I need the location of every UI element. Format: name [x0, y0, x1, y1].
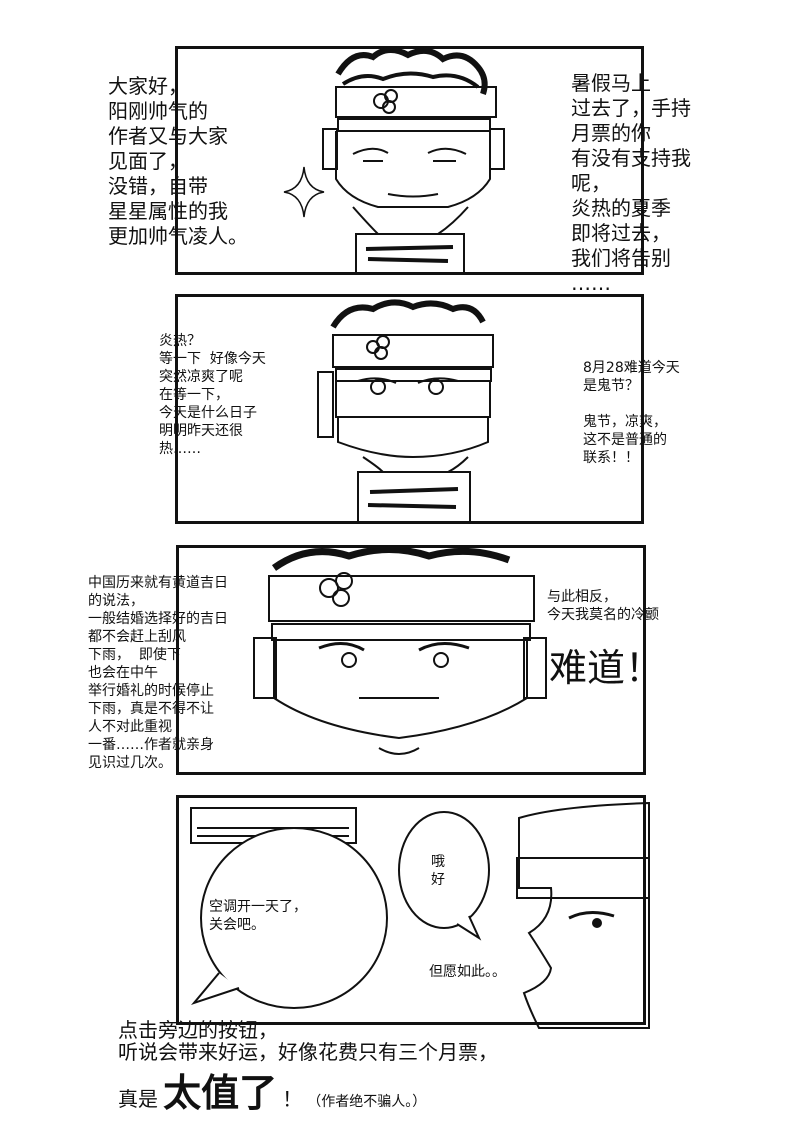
panel-4-bubble-right: 哦 好	[431, 854, 445, 888]
panel-2-left-text: 炎热？ 等一下 好像今天 突然凉爽了呢 在等一下， 今天是什么日子 明明昨天还很…	[159, 333, 266, 457]
panel-1-left-text: 大家好， 阳刚帅气的 作者又与大家 见面了， 没错，自带 星星属性的我 更加帅气…	[108, 74, 248, 248]
footer-emphasis: 太值了	[163, 1071, 278, 1115]
panel-1-right-text: 暑假马上 过去了，手持 月票的你 有没有支持我 呢， 炎热的夏季 即将过去， 我…	[571, 71, 691, 295]
panel-4-bubble-left: 空调开一天了， 关会吧。	[209, 899, 307, 933]
footer-line-1: 点击旁边的按钮，	[118, 1018, 278, 1042]
panel-3-exclaim: 难道！	[549, 646, 664, 690]
footer-line-3: 真是 太值了 ！ （作者绝不骗人。）	[118, 1062, 426, 1117]
panel-4: 空调开一天了， 关会吧。 哦 好 但愿如此。。	[176, 795, 650, 1029]
panel-1-figure	[322, 47, 505, 275]
panel-2-figure	[317, 299, 494, 523]
panel-4-figure	[190, 801, 650, 1029]
footer-line-2: 听说会带来好运，好像花费只有三个月票，	[118, 1040, 498, 1064]
panel-1: 暑假马上 过去了，手持 月票的你 有没有支持我 呢， 炎热的夏季 即将过去， 我…	[175, 46, 691, 295]
panel-4-caption: 但愿如此。。	[429, 964, 506, 980]
footer-prefix: 真是	[118, 1087, 158, 1111]
footer-note: （作者绝不骗人。）	[307, 1094, 427, 1110]
sparkle-icon	[283, 166, 325, 218]
panel-3: 与此相反， 今天我莫名的冷颤 难道！	[176, 545, 663, 775]
panel-2-right-text: 8月28难道今天 是鬼节？ 鬼节，凉爽， 这不是普通的 联系！！	[583, 360, 680, 466]
footer-bang: ！	[282, 1087, 303, 1111]
panel-3-left-text: 中国历来就有黄道吉日 的说法， 一般结婚选择好的吉日 都不会赶上刮风 下雨， 即…	[88, 575, 228, 771]
panel-2: 8月28难道今天 是鬼节？ 鬼节，凉爽， 这不是普通的 联系！！	[175, 294, 680, 524]
panel-3-right-text: 与此相反， 今天我莫名的冷颤	[547, 589, 659, 623]
panel-3-figure	[253, 546, 547, 755]
